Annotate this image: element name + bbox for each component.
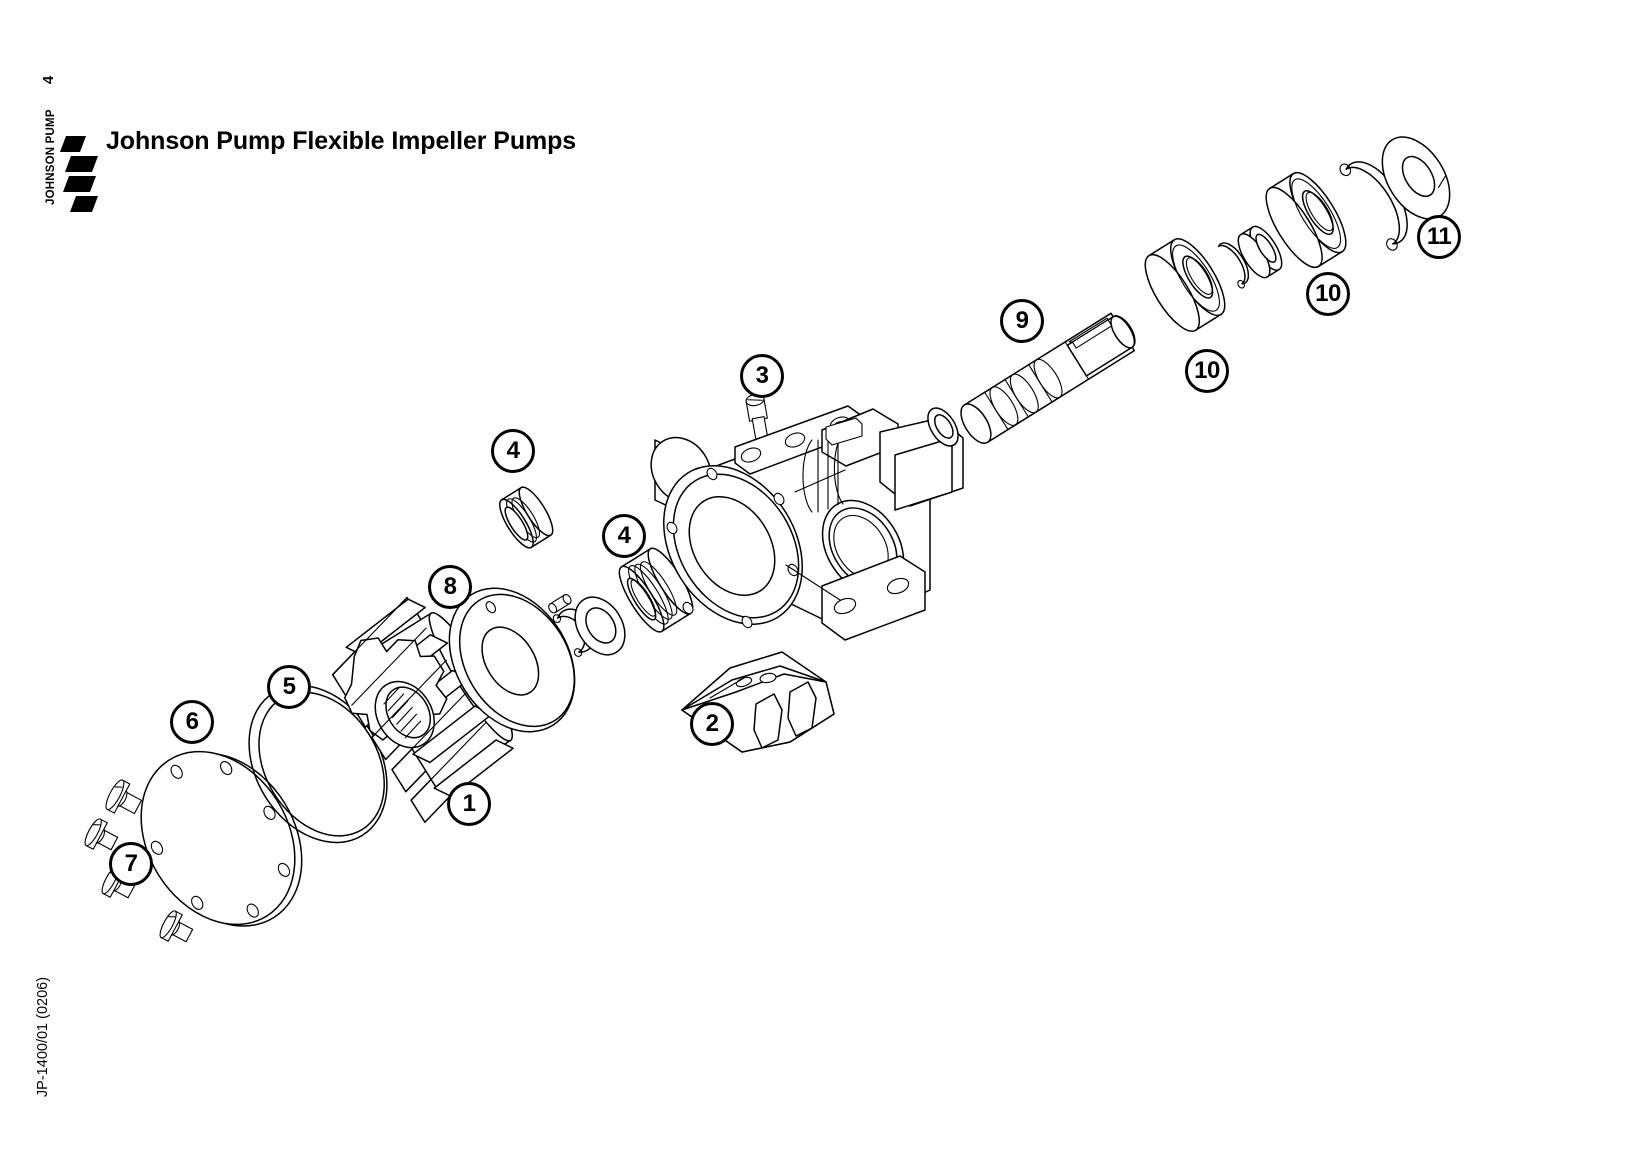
callout-3-label: 3 (755, 362, 769, 389)
callout-4-lip-seal[interactable]: 4 (491, 429, 535, 473)
johnson-pump-logo: JOHNSON PUMP (26, 109, 98, 222)
bearing-spacer-ring-2 (1237, 225, 1283, 279)
callout-10-outer[interactable]: 10 (1306, 272, 1350, 316)
callout-8-label: 8 (443, 573, 457, 600)
seal-washer-part (574, 596, 626, 656)
callout-2-label: 2 (705, 710, 719, 737)
brand-mark-icon (60, 136, 98, 212)
callout-5-label: 5 (282, 673, 296, 700)
callout-11-label: 11 (1426, 223, 1452, 250)
callout-8[interactable]: 8 (428, 565, 472, 609)
pump-body-part (650, 405, 964, 641)
bearing-spacer-ring-1 (1217, 242, 1250, 289)
callout-2[interactable]: 2 (690, 702, 734, 746)
end-cover-part (140, 750, 303, 927)
circlip-part (1339, 161, 1408, 251)
callout-11[interactable]: 11 (1417, 215, 1461, 259)
callout-7[interactable]: 7 (109, 842, 153, 886)
callout-6-label: 6 (185, 708, 199, 735)
locating-pin-part (548, 594, 572, 614)
callout-10a-label: 10 (1194, 357, 1220, 384)
ball-bearing-inner-part (1144, 238, 1226, 332)
end-washer-part (1381, 136, 1451, 220)
callout-7-label: 7 (124, 850, 138, 877)
callout-10-inner[interactable]: 10 (1185, 349, 1229, 393)
callout-6[interactable]: 6 (170, 700, 214, 744)
callout-9-label: 9 (1015, 307, 1029, 334)
ball-bearing-outer-part (1265, 171, 1347, 269)
callout-5[interactable]: 5 (267, 665, 311, 709)
shaft-washer-part (927, 407, 959, 447)
lip-seal-part (499, 486, 554, 549)
callout-4-mechanical-seal[interactable]: 4 (602, 514, 646, 558)
callout-1-label: 1 (462, 790, 476, 817)
callout-4b-label: 4 (617, 522, 631, 549)
wear-plate-part (448, 587, 576, 733)
callout-10b-label: 10 (1315, 280, 1341, 307)
callout-3[interactable]: 3 (740, 354, 784, 398)
callout-4a-label: 4 (506, 437, 520, 464)
callout-1[interactable]: 1 (447, 782, 491, 826)
page-title: Johnson Pump Flexible Impeller Pumps (106, 127, 577, 155)
mechanical-seal-part (618, 547, 694, 633)
callout-9[interactable]: 9 (1000, 299, 1044, 343)
shaft-part (960, 312, 1136, 444)
